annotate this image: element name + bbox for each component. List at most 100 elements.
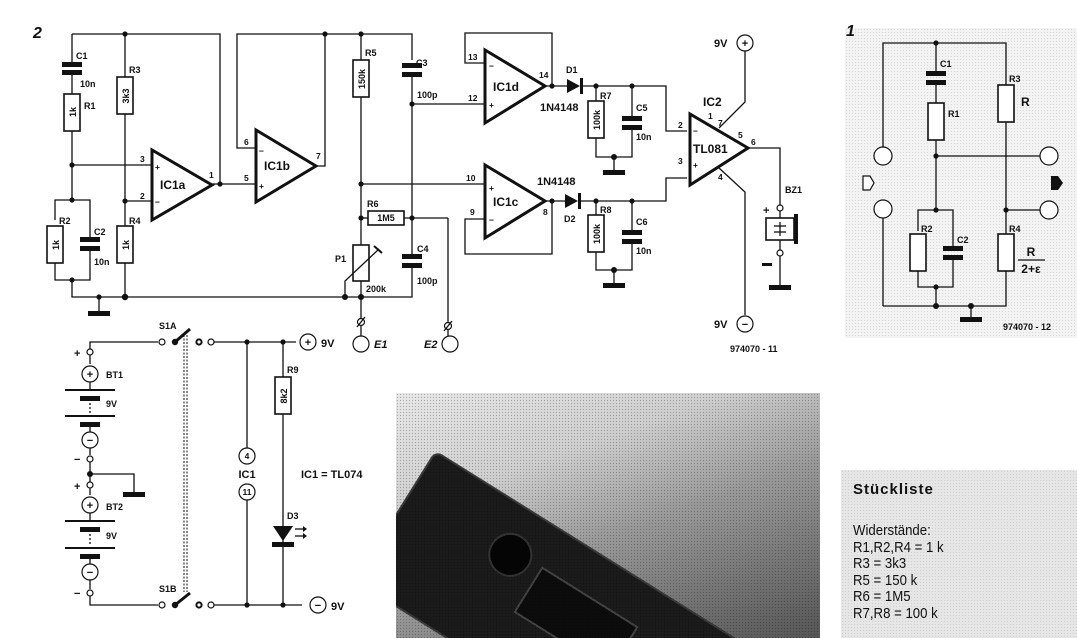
label-R4: R4 [129, 216, 141, 226]
pin: 14 [539, 70, 549, 80]
capacitor-C3 [402, 63, 422, 68]
value-R3: R [1021, 95, 1030, 109]
parts-list-line: R1,R2,R4 = 1 k [853, 538, 944, 556]
pin: 7 [718, 118, 723, 128]
value-R7: 100k [592, 109, 602, 130]
buzzer-plus-sign: + [763, 205, 769, 217]
value-C5: 10n [636, 132, 652, 142]
label-E1: E1 [374, 339, 387, 351]
capacitor-C6 [622, 230, 642, 235]
figure1-background [845, 28, 1077, 338]
supply-minus-terminal [309, 596, 327, 614]
label-9V-plus: 9V [321, 338, 335, 350]
ground-symbol [960, 317, 982, 322]
capacitor-C2 [943, 246, 963, 251]
pin: 10 [466, 173, 476, 183]
value-R3: 3k3 [121, 88, 131, 103]
ground-symbol [123, 492, 145, 497]
circuit-board-photo [396, 393, 820, 638]
minus-icon: − [315, 600, 321, 612]
parts-list-lines: Widerstände: R1,R2,R4 = 1 k R3 = 3k3 R5 … [853, 522, 944, 622]
pin: 9 [470, 207, 475, 217]
ic1-pin4 [238, 447, 256, 465]
pin: 2 [678, 120, 683, 130]
value-R5: 150k [357, 68, 367, 89]
label-R3: R3 [1009, 74, 1021, 84]
potentiometer-P1 [352, 244, 370, 282]
supply-plus-terminal [299, 333, 317, 351]
ground-symbol [603, 170, 625, 175]
label-BT2: BT2 [106, 502, 123, 512]
pin: 12 [468, 93, 478, 103]
parts-list-line: R3 = 3k3 [853, 555, 907, 572]
output-terminal [1039, 146, 1059, 166]
led-D3 [273, 526, 293, 541]
ground-symbol [603, 283, 625, 288]
input-arrow-icon [862, 175, 875, 191]
pin: 6 [751, 137, 756, 147]
value-P1: 200k [366, 284, 387, 294]
value-C2: 10n [94, 257, 110, 267]
pin-sign: − [693, 126, 698, 136]
battery-minus-sign: − [74, 454, 80, 466]
value-D1: 1N4148 [540, 102, 579, 114]
parts-list-line: R6 = 1M5 [853, 588, 911, 605]
label-D1: D1 [566, 65, 578, 75]
label-9V-minus: 9V [331, 601, 345, 613]
capacitor-C5 [622, 116, 642, 121]
label-TL081: TL081 [693, 142, 728, 156]
output-arrow-icon [1051, 176, 1063, 190]
opamp-IC1d [483, 47, 548, 126]
diode-D1 [567, 79, 580, 93]
figure-code-12: 974070 - 12 [1003, 322, 1051, 332]
label-IC2: IC2 [703, 95, 722, 109]
supply-plus-terminal [736, 34, 754, 52]
plus-icon: + [742, 38, 748, 50]
label-E2: E2 [424, 339, 437, 351]
value-R8: 100k [592, 223, 602, 244]
label-C1: C1 [76, 51, 88, 61]
plus-icon: + [87, 500, 93, 512]
value-C4: 100p [417, 276, 438, 286]
label-C3: C3 [416, 58, 428, 68]
label-C5: C5 [636, 103, 648, 113]
label-R9: R9 [287, 365, 299, 375]
capacitor-C4 [402, 254, 422, 259]
parts-list-title: Stückliste [853, 481, 934, 498]
terminal-E1 [352, 335, 370, 353]
label-R5: R5 [365, 48, 377, 58]
label-C6: C6 [636, 217, 648, 227]
resistor-R4 [997, 233, 1015, 272]
battery-minus-sign: − [74, 588, 80, 600]
pin-sign: + [693, 160, 698, 170]
plus-icon: + [305, 337, 311, 349]
capacitor-C2 [80, 237, 100, 242]
label-C4: C4 [417, 244, 429, 254]
plus-icon: + [87, 369, 93, 381]
label-D3: D3 [287, 511, 299, 521]
label-C2: C2 [957, 235, 969, 245]
label-R3: R3 [129, 65, 141, 75]
pin-sign: + [489, 100, 494, 110]
label-R8: R8 [600, 205, 612, 215]
pin-sign: − [259, 146, 264, 156]
capacitor-C1 [926, 80, 946, 85]
label-S1A: S1A [159, 321, 177, 331]
capacitor-C1 [62, 62, 82, 67]
label-R7: R7 [600, 91, 612, 101]
minus-icon: − [742, 319, 748, 331]
label-R4: R4 [1009, 224, 1021, 234]
diode-D2 [565, 194, 578, 208]
pin: 1 [708, 111, 713, 121]
value-R2: 1k [51, 239, 61, 250]
opamp-IC1a [150, 147, 215, 223]
value-R4-numerator: R [1027, 245, 1036, 259]
label-IC1c: IC1c [493, 195, 519, 209]
pin: 1 [209, 170, 214, 180]
pin: 4 [718, 172, 723, 182]
figure-code-11: 974070 - 11 [730, 344, 778, 354]
opamp-IC2 [688, 111, 751, 188]
opamp-IC1b [254, 127, 319, 205]
parts-list-line: R5 = 150 k [853, 571, 918, 589]
